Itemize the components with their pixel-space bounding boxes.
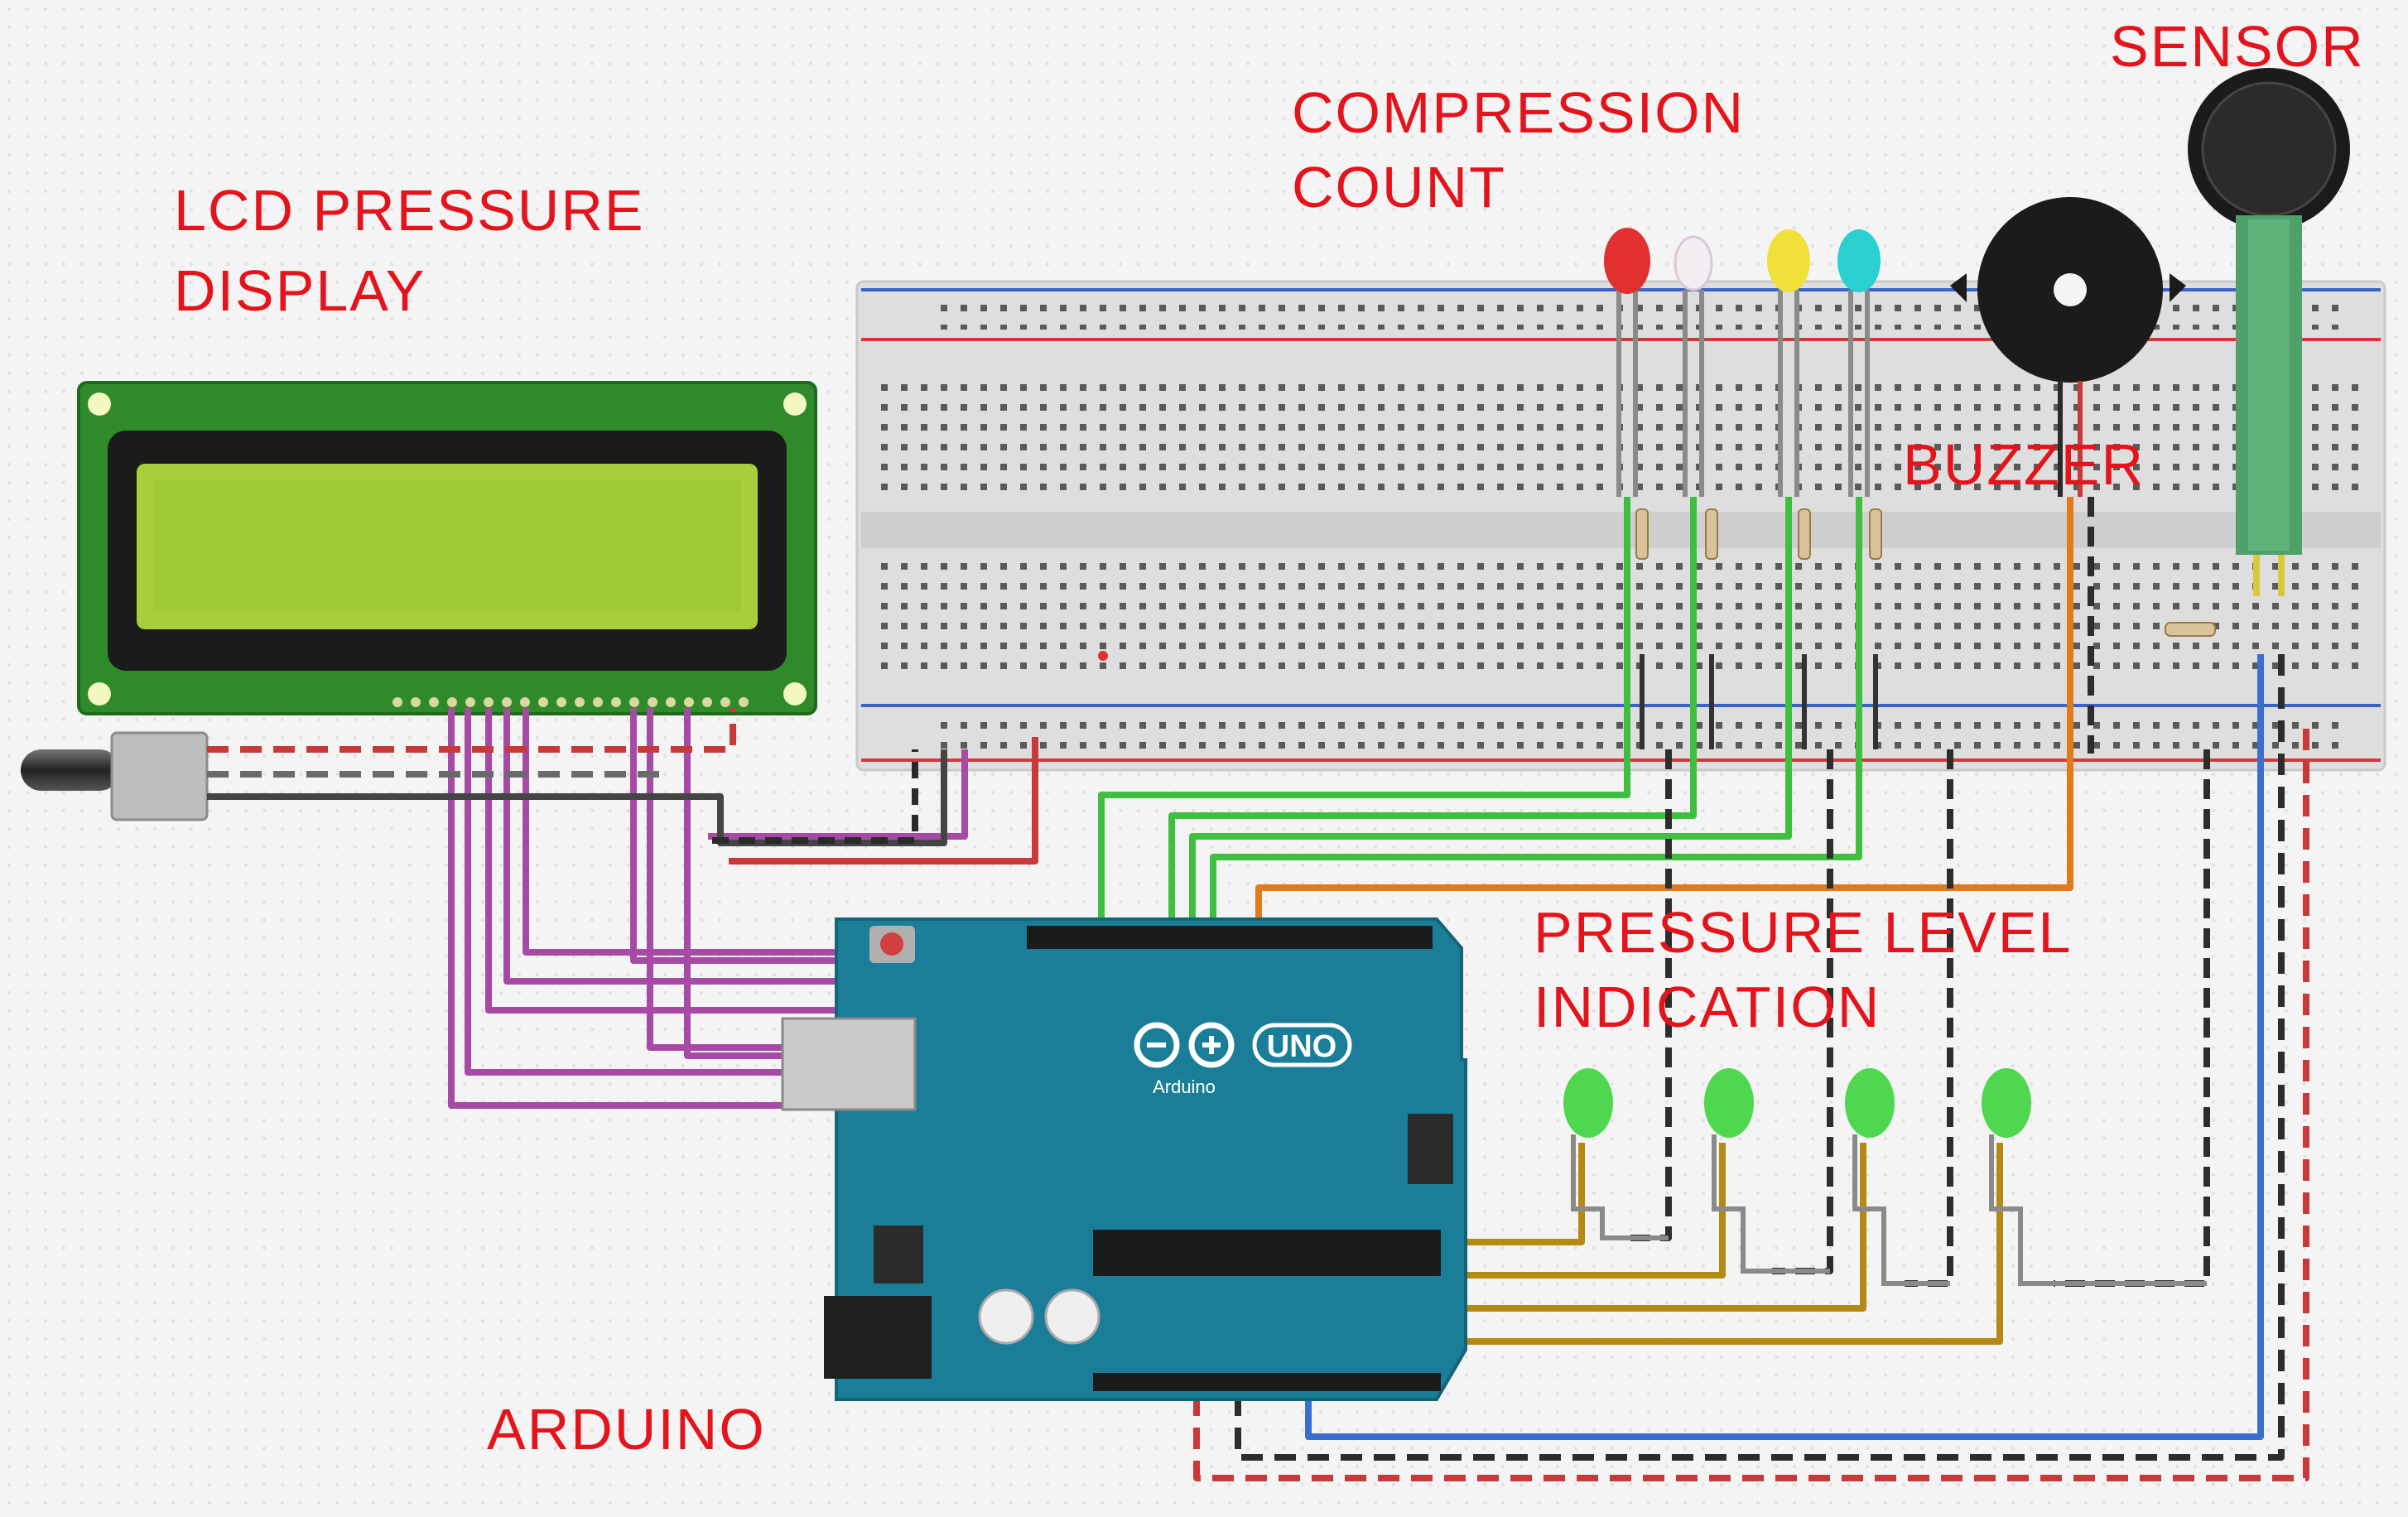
board-logo-text: UNO bbox=[1267, 1029, 1336, 1064]
board-brand-text: Arduino bbox=[1153, 1076, 1216, 1097]
resistor bbox=[2165, 622, 2216, 637]
pressure-sensor bbox=[2165, 68, 2350, 637]
pressure-leds bbox=[1563, 1068, 2207, 1286]
led-green bbox=[1845, 1068, 1895, 1138]
led-green bbox=[1563, 1068, 1613, 1138]
wires bbox=[207, 497, 2309, 1481]
label-arduino: ARDUINO bbox=[487, 1397, 766, 1462]
led-white bbox=[1674, 235, 1713, 291]
potentiometer bbox=[21, 731, 209, 821]
led-red bbox=[1604, 228, 1650, 294]
led-green bbox=[1982, 1068, 2031, 1138]
label-pressure-line2: INDICATION bbox=[1534, 975, 1881, 1039]
label-lcd-line2: DISPLAY bbox=[174, 258, 426, 323]
resistor bbox=[1798, 508, 1811, 560]
resistor bbox=[1635, 508, 1649, 560]
uno-logo: UNO Arduino bbox=[1134, 1022, 1352, 1097]
buzzer bbox=[1950, 197, 2186, 497]
led-green bbox=[1704, 1068, 1754, 1138]
compression-leds bbox=[1604, 228, 1882, 749]
resistor bbox=[1869, 508, 1882, 560]
label-compression-line2: COUNT bbox=[1292, 155, 1506, 219]
label-compression-line1: COMPRESSION bbox=[1292, 80, 1745, 145]
arduino-board: UNO Arduino bbox=[781, 917, 1467, 1401]
led-cyan bbox=[1837, 229, 1881, 292]
dc-jack bbox=[824, 1296, 932, 1379]
led-yellow bbox=[1767, 229, 1810, 292]
label-lcd-line1: LCD PRESSURE bbox=[174, 178, 645, 243]
reset-button bbox=[880, 932, 903, 956]
lcd-display bbox=[77, 381, 817, 715]
usb-port bbox=[781, 1017, 917, 1111]
label-pressure-line1: PRESSURE LEVEL bbox=[1534, 900, 2072, 965]
resistor bbox=[1705, 508, 1718, 560]
label-buzzer: BUZZER bbox=[1903, 432, 2145, 497]
label-sensor: SENSOR bbox=[2110, 14, 2365, 79]
